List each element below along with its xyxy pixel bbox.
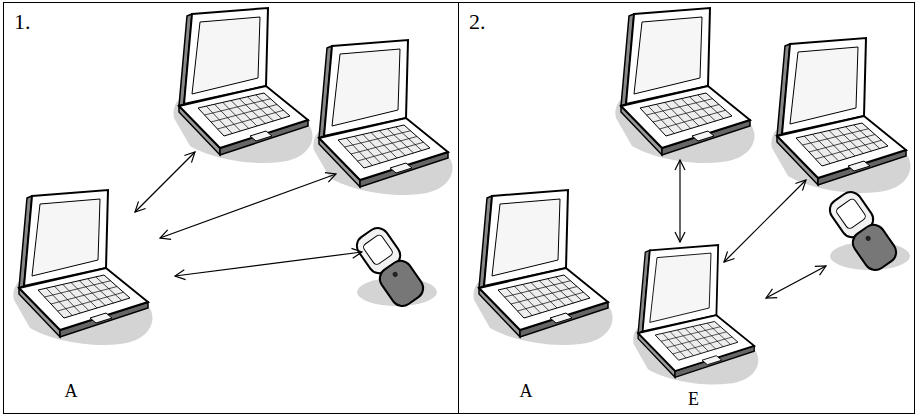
link-arrow [766, 266, 826, 298]
laptop-icon [615, 8, 754, 163]
laptop-icon [771, 38, 910, 193]
phone-icon [826, 188, 910, 275]
scenario-panel: 1. A [3, 2, 459, 414]
link-arrows [680, 160, 826, 298]
device-node: A [471, 191, 581, 403]
scenario-panel: 2. A E [458, 2, 915, 414]
link-arrow [175, 252, 362, 276]
laptop-icon [173, 8, 312, 163]
link-arrow [160, 174, 336, 238]
device-node: A [11, 191, 131, 403]
device-node: E [631, 246, 756, 411]
link-arrow [724, 180, 806, 262]
laptop-icon [633, 245, 758, 385]
device-label: E [688, 389, 699, 410]
device-label: A [65, 381, 78, 402]
phone-icon [353, 224, 437, 311]
panel-number: 1. [14, 9, 448, 34]
link-arrow [135, 152, 195, 212]
panel-number: 2. [469, 9, 904, 34]
link-arrows [135, 152, 362, 276]
laptop-icon [13, 190, 152, 345]
link-arrow [679, 160, 680, 242]
device-label: A [520, 381, 533, 402]
laptop-icon [473, 190, 612, 345]
laptop-icon [313, 40, 452, 195]
